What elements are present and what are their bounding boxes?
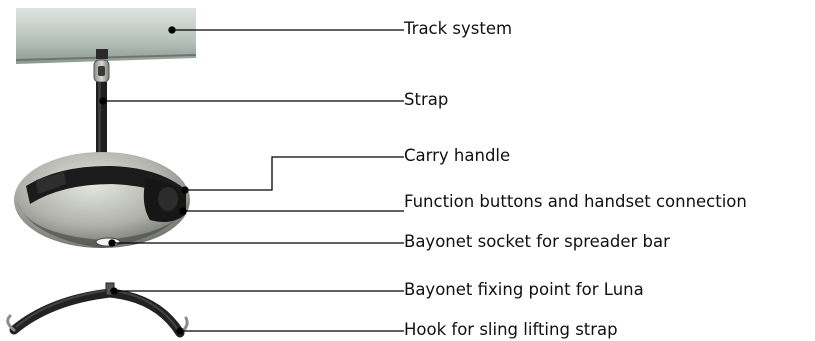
label-strap: Strap <box>404 90 449 109</box>
track-rail <box>15 8 197 64</box>
label-track-system: Track system <box>404 19 513 38</box>
leader-lines <box>99 26 404 335</box>
label-bayonet-fixing: Bayonet fixing point for Luna <box>404 280 644 299</box>
label-bayonet-socket: Bayonet socket for spreader bar <box>404 232 670 251</box>
label-carry-handle: Carry handle <box>404 146 511 165</box>
label-function-buttons: Function buttons and handset connection <box>404 192 747 211</box>
strap <box>93 59 110 157</box>
spreader-bar <box>6 282 189 338</box>
label-hook: Hook for sling lifting strap <box>404 320 618 339</box>
hoist-unit <box>14 152 190 248</box>
